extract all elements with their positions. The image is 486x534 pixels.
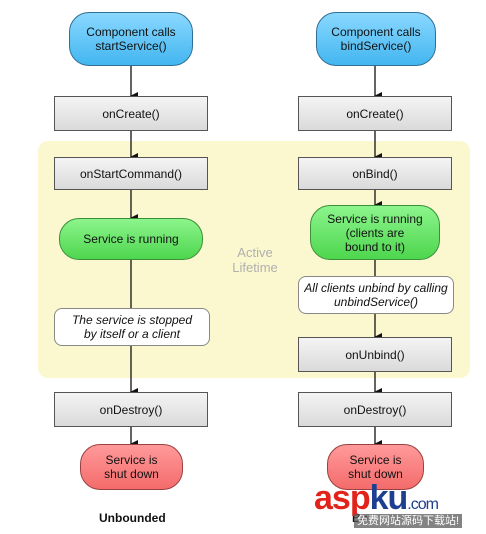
left-ondestroy-node: onDestroy() [54, 392, 208, 427]
right-ondestroy-node: onDestroy() [298, 392, 452, 427]
watermark-subtitle: 免费网站源码下载站! [354, 514, 463, 528]
aspku-watermark: aspku.com 免费网站源码下载站! [314, 478, 484, 532]
active-lifetime-label: Active Lifetime [232, 245, 278, 275]
watermark-brand-domain: .com [407, 496, 439, 513]
unbounded-caption: Unbounded [99, 511, 166, 525]
onbind-node: onBind() [298, 157, 452, 190]
watermark-brand-asp: asp [314, 479, 371, 517]
left-oncreate-node: onCreate() [54, 96, 208, 131]
right-oncreate-node: onCreate() [298, 96, 452, 131]
watermark-brand-ku: ku [369, 479, 409, 517]
watermark-brand: aspku.com [314, 478, 439, 525]
left-service-running-node: Service is running [59, 218, 203, 260]
left-shutdown-node: Service is shut down [80, 444, 183, 490]
stopped-note: The service is stopped by itself or a cl… [54, 308, 210, 346]
right-service-running-node: Service is running (clients are bound to… [310, 205, 440, 260]
bind-service-node: Component calls bindService() [316, 12, 436, 66]
onunbind-node: onUnbind() [298, 337, 452, 372]
onstartcommand-node: onStartCommand() [54, 157, 208, 190]
start-service-node: Component calls startService() [69, 12, 193, 66]
right-shutdown-node: Service is shut down [327, 444, 424, 490]
unbind-note: All clients unbind by calling unbindServ… [298, 276, 454, 314]
